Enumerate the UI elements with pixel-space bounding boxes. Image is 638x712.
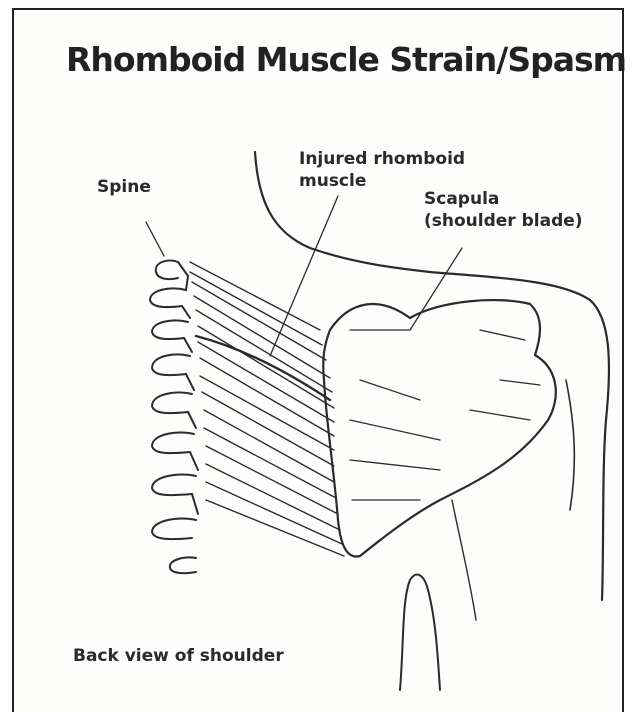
torso-outline [400,575,440,690]
spine-vertebrae [150,260,198,573]
leader-injured-rhomboid [270,196,338,356]
scapula-bone [323,300,556,556]
leader-scapula [410,248,462,330]
side-contour [452,500,476,620]
neck-shoulder-outline [255,152,609,600]
rhomboid-muscle [190,262,344,556]
arm-inner-line [566,380,574,510]
leader-spine [146,222,164,256]
